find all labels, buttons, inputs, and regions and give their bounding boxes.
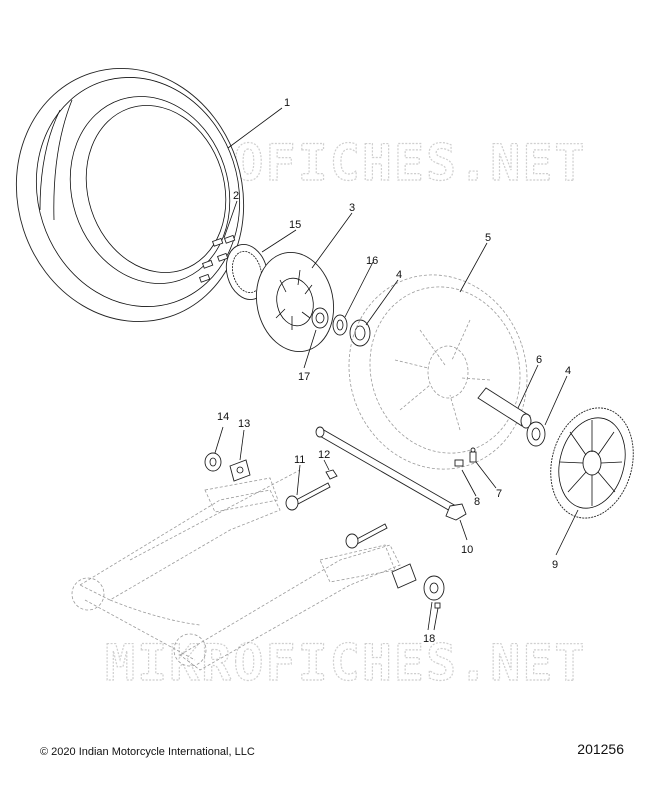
- adjuster-nut: [325, 469, 338, 480]
- callout-11: 11: [294, 454, 305, 466]
- swingarm: [71, 469, 401, 671]
- lower-plate: [391, 563, 417, 589]
- callout-2: 2: [233, 190, 239, 202]
- spacer: [311, 307, 329, 329]
- cap-screw: [434, 602, 441, 609]
- seal: [332, 314, 348, 336]
- callout-18: 18: [423, 633, 435, 645]
- watermark-bottom: MIKROFICHES.NET: [105, 634, 587, 692]
- axle: [315, 426, 467, 521]
- leader-lines: [214, 107, 579, 631]
- callout-15: 15: [289, 219, 301, 231]
- callout-labels: 1 2 3 4 4 5 6 7 8 9 10 11 12 13 14 15 16…: [217, 97, 571, 645]
- callout-10: 10: [461, 544, 473, 556]
- diagram-number: 201256: [577, 741, 624, 757]
- lower-bushing: [423, 575, 445, 601]
- callout-8: 8: [474, 496, 480, 508]
- bushing: [204, 452, 222, 472]
- valve-stem: [469, 447, 477, 463]
- valve-cap: [454, 459, 464, 467]
- callout-1: 1: [284, 97, 290, 109]
- adjuster-plate: [229, 459, 251, 482]
- drive-sprocket: [550, 407, 634, 519]
- bearing-lower: [526, 421, 546, 447]
- callout-6: 6: [536, 354, 542, 366]
- callout-9: 9: [552, 559, 558, 571]
- axle-spacer: [477, 387, 532, 429]
- callout-3: 3: [349, 202, 355, 214]
- wheel-hub: [348, 274, 528, 470]
- callout-14: 14: [217, 411, 229, 423]
- callout-13: 13: [238, 418, 250, 430]
- callout-12: 12: [318, 449, 330, 461]
- copyright-notice: © 2020 Indian Motorcycle International, …: [40, 746, 255, 758]
- brake-rotor: [255, 252, 335, 352]
- callout-4-upper: 4: [396, 269, 402, 281]
- callout-7: 7: [496, 488, 502, 500]
- adjuster-bolt: [285, 482, 331, 511]
- bearing-upper: [349, 319, 371, 347]
- brake-rotor-bolts: [198, 234, 236, 283]
- callout-5: 5: [485, 232, 491, 244]
- callout-4-lower: 4: [565, 365, 571, 377]
- callout-16: 16: [366, 255, 378, 267]
- tire: [15, 67, 245, 323]
- lower-adjuster-bolt: [345, 523, 388, 549]
- callout-17: 17: [298, 371, 310, 383]
